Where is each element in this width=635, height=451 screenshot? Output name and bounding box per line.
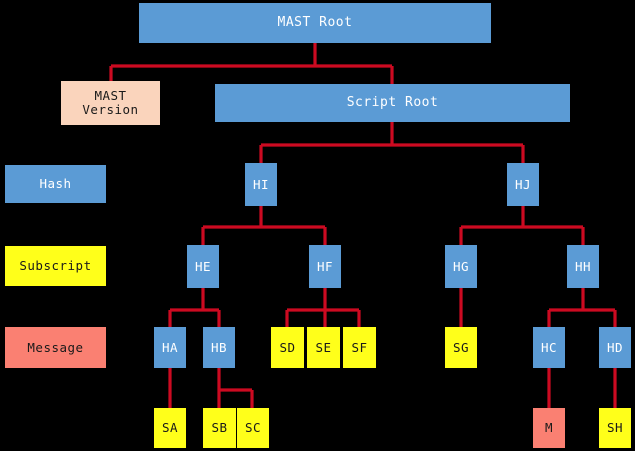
node-sb[interactable]: SB (203, 408, 236, 448)
node-hb[interactable]: HB (203, 327, 235, 368)
node-m[interactable]: M (533, 408, 565, 448)
node-hd[interactable]: HD (599, 327, 631, 368)
legend-item-hash: Hash (5, 165, 106, 203)
node-hc[interactable]: HC (533, 327, 565, 368)
node-sh[interactable]: SH (599, 408, 631, 448)
node-script-root[interactable]: Script Root (215, 84, 570, 122)
node-hf[interactable]: HF (309, 245, 341, 288)
node-hh[interactable]: HH (567, 245, 599, 288)
node-sg[interactable]: SG (445, 327, 477, 368)
node-sf[interactable]: SF (343, 327, 376, 368)
node-hg[interactable]: HG (445, 245, 477, 288)
node-sc[interactable]: SC (237, 408, 269, 448)
node-ha[interactable]: HA (154, 327, 186, 368)
node-sd[interactable]: SD (271, 327, 304, 368)
legend-item-subscript: Subscript (5, 246, 106, 286)
node-sa[interactable]: SA (154, 408, 186, 448)
node-he[interactable]: HE (187, 245, 219, 288)
node-mast-root[interactable]: MAST Root (139, 3, 491, 43)
legend-item-message: Message (5, 327, 106, 368)
node-mast-version[interactable]: MAST Version (61, 81, 160, 125)
node-hj[interactable]: HJ (507, 163, 539, 206)
node-se[interactable]: SE (307, 327, 340, 368)
node-hi[interactable]: HI (245, 163, 277, 206)
